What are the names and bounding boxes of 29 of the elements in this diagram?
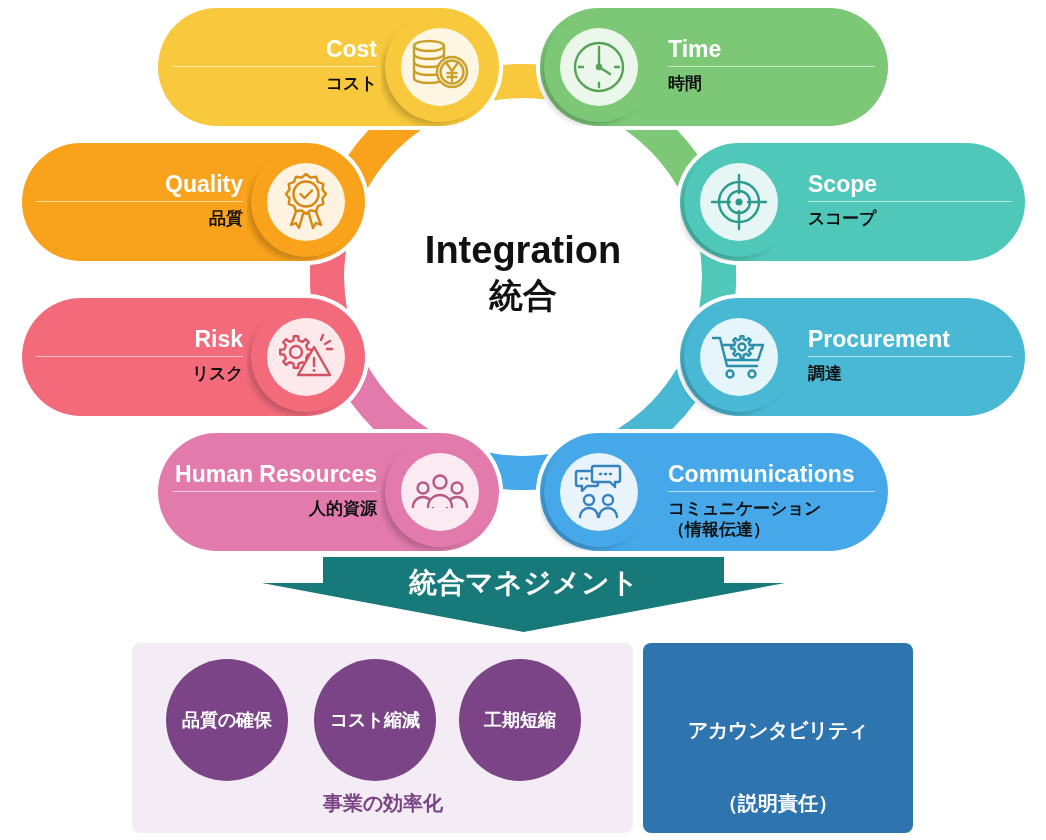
panel-heading: 事業の効率化 [322, 791, 443, 816]
category-subtitle: コスト [326, 73, 377, 94]
category-pill [540, 433, 888, 551]
panel-text: アカウンタビリティ [688, 718, 868, 743]
category-title: Quality [165, 171, 243, 197]
category-title: Human Resources [175, 461, 377, 487]
category-subtitle: 時間 [668, 73, 702, 94]
category-subtitle: リスク [192, 363, 243, 384]
circle-label: 工期短縮 [484, 709, 556, 731]
category-subtitle: スコープ [808, 208, 876, 229]
category-title: Scope [808, 171, 878, 197]
category-title: Cost [325, 36, 377, 62]
category-title: Risk [194, 326, 243, 352]
category-subtitle: 調達 [808, 363, 842, 384]
category-title: Communications [668, 461, 855, 487]
banner-label: 統合マネジメント [408, 567, 639, 599]
panel-text: （説明責任） [718, 791, 838, 816]
category-title: Time [668, 36, 722, 62]
category-subtitle: 人的資源 [309, 498, 377, 519]
accountability-panel [643, 643, 913, 833]
circle-label: コスト縮減 [330, 709, 420, 731]
center-subtitle: 統合 [489, 275, 557, 315]
category-subtitle: 品質 [209, 208, 243, 229]
category-title: Procurement [808, 326, 950, 352]
circle-label: 品質の確保 [182, 709, 272, 731]
benefit-panel [132, 643, 633, 833]
category-subtitle: コミュニケーション（情報伝達） [668, 498, 822, 540]
category-pill [680, 143, 1025, 261]
center-title: Integration [424, 228, 622, 272]
